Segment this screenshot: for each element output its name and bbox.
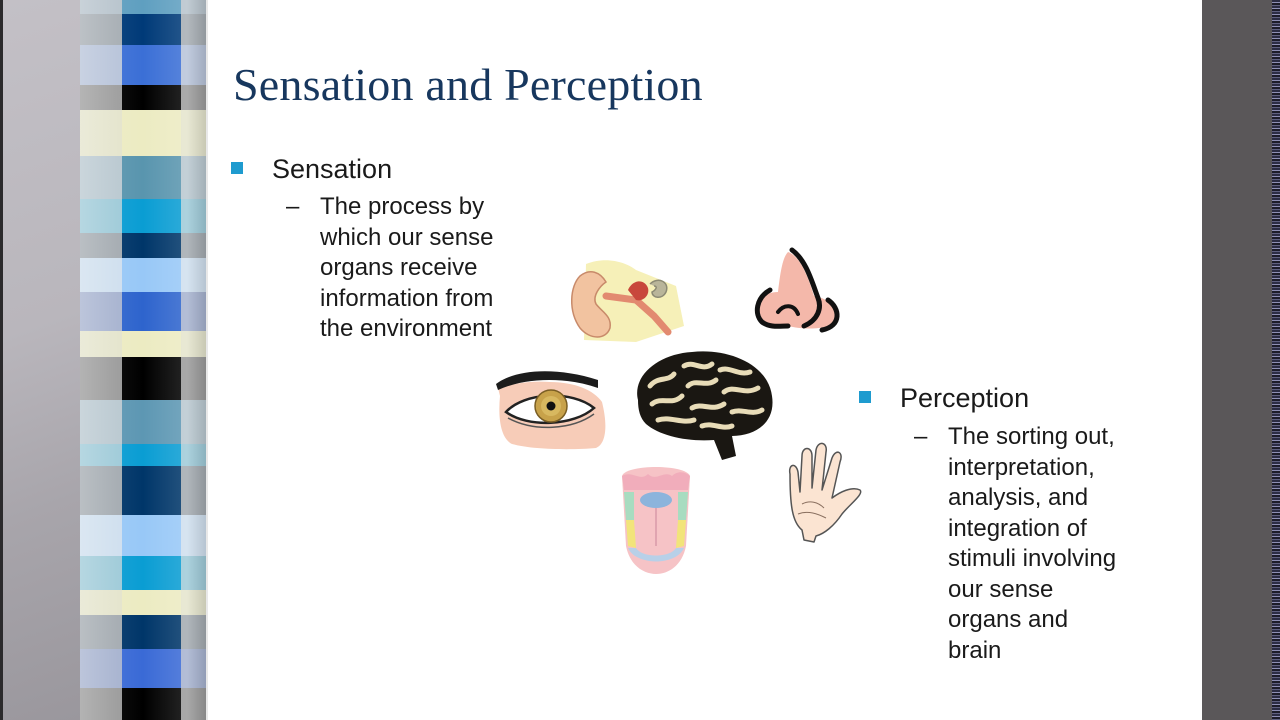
sub-bullet-sensation-definition: – The process by which our sense organs … (286, 192, 493, 345)
dash-bullet-icon: – (914, 423, 928, 450)
stripe-band (80, 199, 206, 233)
stripe-band (80, 465, 206, 515)
eye-icon (496, 371, 606, 450)
stripe-band (80, 615, 206, 649)
stripe-band (80, 13, 206, 46)
text-line: information from (320, 284, 494, 312)
stripe-band (80, 291, 206, 332)
stripe-band (80, 258, 206, 292)
text-line: brain (948, 636, 1002, 664)
text-line: interpretation, (948, 453, 1095, 481)
stripe-band (80, 556, 206, 590)
stripe-band (80, 648, 206, 689)
stripe-band (80, 514, 206, 557)
brain-icon (637, 351, 773, 460)
text-line: integration of (948, 514, 1087, 542)
stripe-band (80, 110, 206, 156)
text-line: which our sense (320, 223, 494, 251)
sub-bullet-perception-definition: – The sorting out, interpretation, analy… (914, 422, 1116, 666)
ear-icon (571, 260, 684, 342)
square-bullet-icon (859, 391, 871, 403)
stripe-band (80, 45, 206, 85)
stripe-band (80, 232, 206, 259)
bullet-label: Sensation (272, 154, 393, 184)
hand-icon (788, 442, 862, 543)
text-line: organs and (948, 606, 1069, 633)
window-edge-right (1272, 0, 1280, 720)
text-line: The sorting out, (948, 423, 1115, 450)
decorative-stripe-column (80, 0, 206, 720)
window-background-left (0, 0, 80, 720)
stripe-divider (206, 0, 208, 720)
stripe-band (80, 443, 206, 466)
stripe-band (80, 331, 206, 358)
perception-definition-text: The sorting out, interpretation, analysi… (948, 422, 1116, 666)
slide-title: Sensation and Perception (233, 59, 703, 110)
stripe-band (80, 84, 206, 111)
square-bullet-icon (231, 162, 243, 174)
presentation-slide: Sensation and Perception Sensation – The… (80, 0, 1202, 720)
bullet-label: Perception (900, 383, 1030, 413)
stripe-band (80, 155, 206, 200)
sensation-definition-text: The process by which our sense organs re… (320, 192, 493, 345)
stripe-band (80, 589, 206, 616)
bullet-perception: Perception (859, 382, 1029, 414)
text-line: stimuli involving (948, 545, 1117, 572)
stripe-band (80, 688, 206, 720)
text-line: organs receive (320, 254, 478, 281)
window-edge (0, 0, 3, 720)
stripe-band (80, 0, 206, 14)
text-line: the environment (320, 315, 493, 342)
stripe-band (80, 400, 206, 444)
text-line: our sense (948, 575, 1054, 603)
text-line: analysis, and (948, 484, 1089, 511)
text-line: The process by (320, 193, 485, 220)
bullet-sensation: Sensation (231, 153, 392, 185)
dash-bullet-icon: – (286, 193, 300, 220)
tongue-icon (622, 467, 690, 574)
stripe-band (80, 357, 206, 401)
nose-icon (754, 247, 840, 333)
